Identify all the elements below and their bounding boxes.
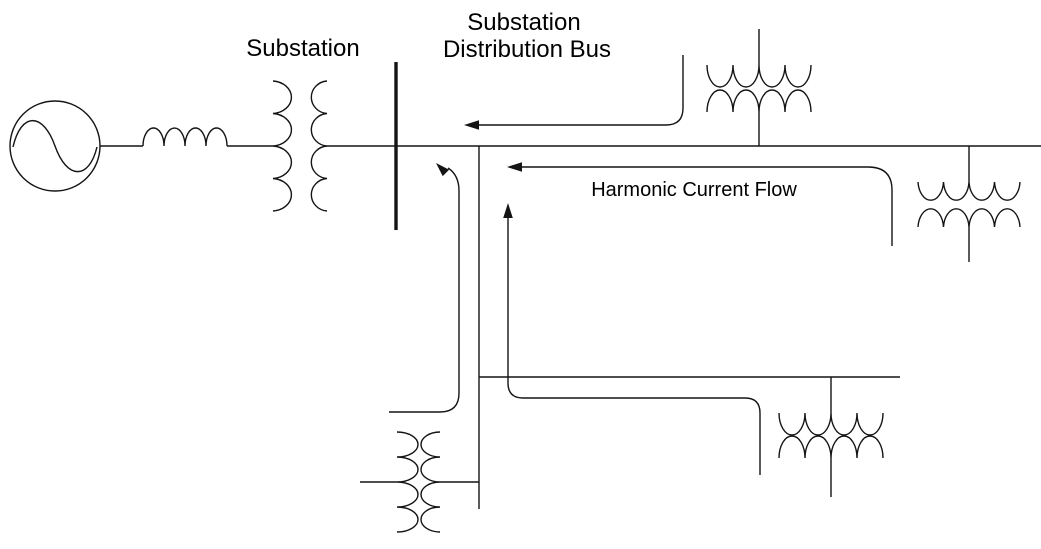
substation-transformer-primary-winding [272, 80, 293, 212]
load-transformer-far-right-symbol [917, 146, 1021, 262]
load-transformer-bottom-right-symbol [778, 377, 884, 497]
harmonic-arrow-to-bus-head [436, 163, 450, 177]
harmonic-arrow-feeder-up-line [507, 215, 761, 475]
harmonic-arrow-feeder-up [503, 203, 761, 475]
load-transformer-top-right-primary-winding [706, 64, 812, 88]
load-transformer-bottom-left-symbol [360, 431, 479, 533]
harmonic-arrow-middle-line [511, 166, 893, 246]
harmonic-arrow-feeder-up-head [503, 203, 513, 218]
load-transformer-bottom-right-secondary-winding [778, 435, 884, 459]
harmonic-arrow-upper [464, 55, 684, 130]
harmonic-arrow-to-bus-line [389, 167, 460, 413]
load-transformer-bottom-right-primary-winding [778, 412, 884, 436]
source-inductor-symbol [142, 127, 228, 147]
sine-wave-icon [12, 119, 98, 173]
substation-transformer-symbol [272, 80, 328, 212]
harmonic-arrow-to-bus [389, 163, 460, 413]
harmonic-arrow-middle [507, 162, 893, 246]
ac-source-symbol [9, 100, 101, 192]
load-transformer-top-right-secondary-winding [706, 89, 812, 113]
harmonic-arrow-middle-head [507, 162, 522, 172]
substation-transformer-label: Substation [246, 35, 359, 62]
load-transformer-top-right-symbol [706, 29, 812, 146]
harmonic-current-flow-label: Harmonic Current Flow [591, 179, 797, 201]
load-transformer-far-right-secondary-winding [917, 208, 1021, 228]
distribution-bus-label-line2: Distribution Bus [443, 36, 611, 63]
load-transformer-bottom-left-secondary-winding [420, 431, 441, 533]
load-transformer-bottom-left-primary-winding [396, 431, 419, 533]
harmonic-arrow-upper-line [468, 55, 684, 126]
substation-transformer-secondary-winding [310, 80, 328, 212]
harmonic-arrow-upper-head [464, 120, 479, 130]
distribution-bus-label-line1: Substation [467, 9, 580, 36]
load-transformer-far-right-primary-winding [917, 181, 1021, 201]
